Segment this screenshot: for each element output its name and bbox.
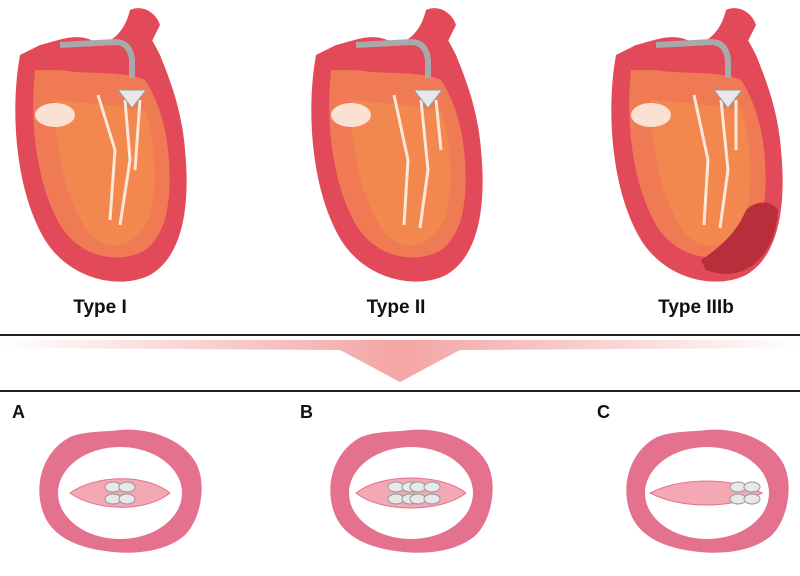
type-label: Type II (366, 297, 426, 318)
infarct-region (701, 202, 778, 274)
heart-illustration (311, 8, 483, 282)
heart-panel-type-1: Type I (0, 0, 200, 330)
top-divider (0, 334, 800, 336)
clip-icon (104, 481, 136, 505)
panel-letter: C (597, 402, 610, 422)
clip-icon (387, 481, 441, 505)
heart-illustration (15, 8, 187, 282)
valve-clip-illustration (626, 429, 789, 553)
bottom-divider (0, 390, 800, 392)
panel-letter: B (300, 402, 313, 422)
clip-icon (729, 481, 761, 505)
heart-illustration (611, 8, 783, 282)
heart-panel-type-2: Type II (296, 0, 496, 330)
panel-letter: A (12, 402, 25, 422)
valve-clip-illustration (39, 429, 202, 553)
down-arrow-icon (0, 340, 800, 382)
valve-clip-illustration (330, 429, 493, 553)
type-label: Type IIIb (658, 297, 734, 318)
heart-panel-type-3b: Type IIIb (596, 0, 796, 330)
type-label: Type I (73, 297, 127, 318)
